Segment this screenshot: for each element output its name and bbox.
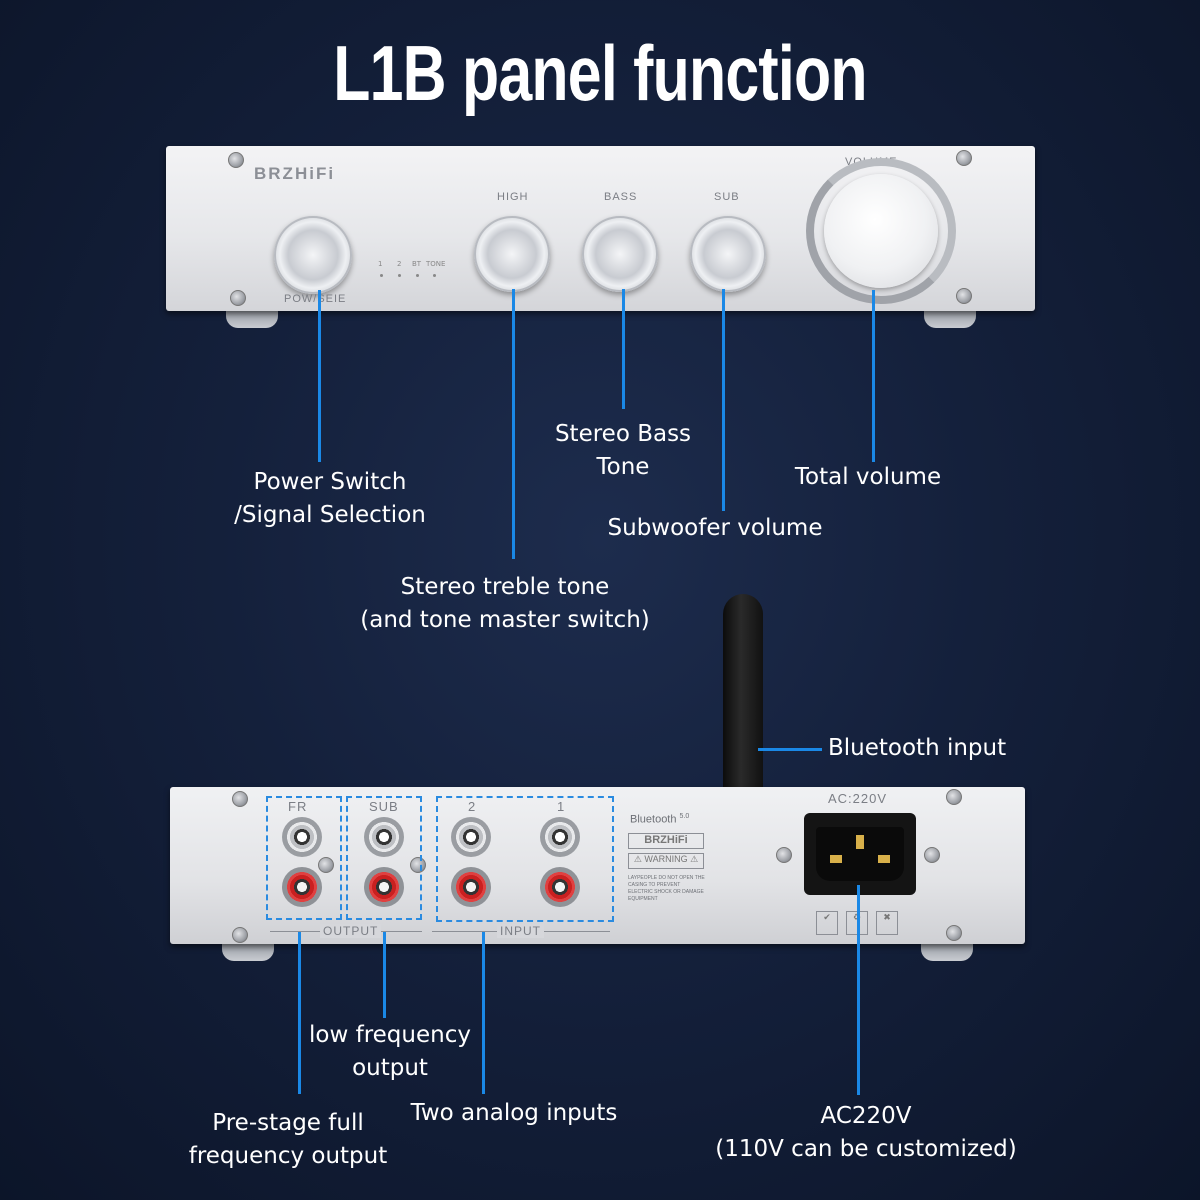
treble-callout: Stereo treble tone (and tone master swit…	[360, 574, 650, 633]
warning-icon: ⚠	[690, 854, 699, 864]
rear-left-foot	[222, 941, 274, 961]
low-freq-callout-line	[383, 932, 386, 1018]
screw-icon	[956, 150, 972, 166]
ac-pin	[878, 855, 890, 863]
power-knob-label: POW/SEIE	[284, 293, 347, 305]
power-callout: Power Switch /Signal Selection	[234, 469, 426, 528]
indicator-led-1	[380, 274, 383, 277]
analog-inputs-callout: Two analog inputs	[410, 1100, 618, 1126]
volume-callout-line	[872, 290, 875, 462]
fr-red-jack[interactable]	[282, 867, 322, 907]
ac-callout-line	[857, 885, 860, 1095]
screw-icon	[228, 152, 244, 168]
bluetooth-callout-line	[758, 748, 822, 751]
ac-power-socket[interactable]	[804, 813, 916, 895]
input-2-red-jack[interactable]	[451, 867, 491, 907]
analog-input-box	[436, 796, 614, 922]
page-title: L1B panel function	[333, 29, 867, 117]
bass-callout-line	[622, 289, 625, 409]
front-panel: BRZHiFi POW/SEIE 1 2 BT TONE HIGH BASS S…	[166, 146, 1035, 311]
high-knob-label: HIGH	[497, 191, 529, 203]
screw-icon	[776, 847, 792, 863]
prestage-callout: Pre-stage full frequency output	[188, 1110, 388, 1169]
input-1-red-jack[interactable]	[540, 867, 580, 907]
total-volume-callout: Total volume	[794, 464, 942, 490]
warning-text: LAYPEOPLE DO NOT OPEN THE CASING TO PREV…	[628, 875, 705, 902]
fr-label: FR	[288, 799, 308, 814]
rohs-icon: ✔	[816, 911, 838, 935]
bass-knob-label: BASS	[604, 191, 638, 203]
front-left-foot	[226, 308, 278, 328]
input-1-white-jack[interactable]	[540, 817, 580, 857]
input-1-label: 1	[557, 799, 566, 814]
fr-white-jack[interactable]	[282, 817, 322, 857]
volume-scale	[806, 158, 956, 304]
screw-icon	[230, 290, 246, 306]
screw-icon	[924, 847, 940, 863]
indicator-led-tone	[433, 274, 436, 277]
ac-pin	[856, 835, 864, 849]
screw-icon	[956, 288, 972, 304]
input-2-white-jack[interactable]	[451, 817, 491, 857]
low-freq-callout: low frequency output	[309, 1022, 471, 1081]
bluetooth-mark: Bluetooth 5.0	[630, 813, 690, 826]
bass-knob[interactable]	[582, 216, 658, 292]
fr-output-box	[266, 796, 342, 920]
screw-icon	[232, 791, 248, 807]
rear-panel: FR SUB 2 1 OUTPUT INPUT Bluetooth 5.0 BR…	[170, 787, 1025, 944]
brand-logo: BRZHiFi	[254, 164, 336, 183]
screw-icon	[410, 857, 426, 873]
warning-icon: ⚠	[633, 854, 642, 864]
ac-label: AC:220V	[828, 791, 888, 806]
screw-icon	[946, 925, 962, 941]
sub-knob-label: SUB	[714, 191, 740, 203]
sub-output-box	[346, 796, 422, 920]
indicator-led-2	[398, 274, 401, 277]
rear-right-foot	[921, 941, 973, 961]
warning-badge: ⚠ WARNING ⚠	[628, 853, 704, 869]
front-right-foot	[924, 308, 976, 328]
sub-out-label: SUB	[369, 799, 399, 814]
screw-icon	[318, 857, 334, 873]
prestage-callout-line	[298, 932, 301, 1094]
bluetooth-callout: Bluetooth input	[828, 735, 1007, 761]
sub-white-jack[interactable]	[364, 817, 404, 857]
power-knob[interactable]	[274, 216, 352, 294]
screw-icon	[946, 789, 962, 805]
indicator-led-bt	[416, 274, 419, 277]
rear-brand: BRZHiFi	[628, 833, 704, 849]
output-label: OUTPUT	[320, 924, 382, 938]
power-callout-line	[318, 290, 321, 462]
weee-icon: ✖	[876, 911, 898, 935]
high-knob[interactable]	[474, 216, 550, 292]
sub-callout-line	[722, 289, 725, 511]
ac-callout: AC220V (110V can be customized)	[715, 1103, 1017, 1162]
sub-red-jack[interactable]	[364, 867, 404, 907]
sub-knob[interactable]	[690, 216, 766, 292]
screw-icon	[232, 927, 248, 943]
volume-knob[interactable]	[824, 174, 938, 288]
ac-socket-inner	[816, 827, 904, 881]
bass-callout: Stereo Bass Tone	[554, 421, 692, 480]
sub-volume-callout: Subwoofer volume	[607, 515, 823, 541]
analog-inputs-callout-line	[482, 932, 485, 1094]
input-2-label: 2	[468, 799, 477, 814]
treble-callout-line	[512, 289, 515, 559]
input-label: INPUT	[497, 924, 544, 938]
ac-pin	[830, 855, 842, 863]
